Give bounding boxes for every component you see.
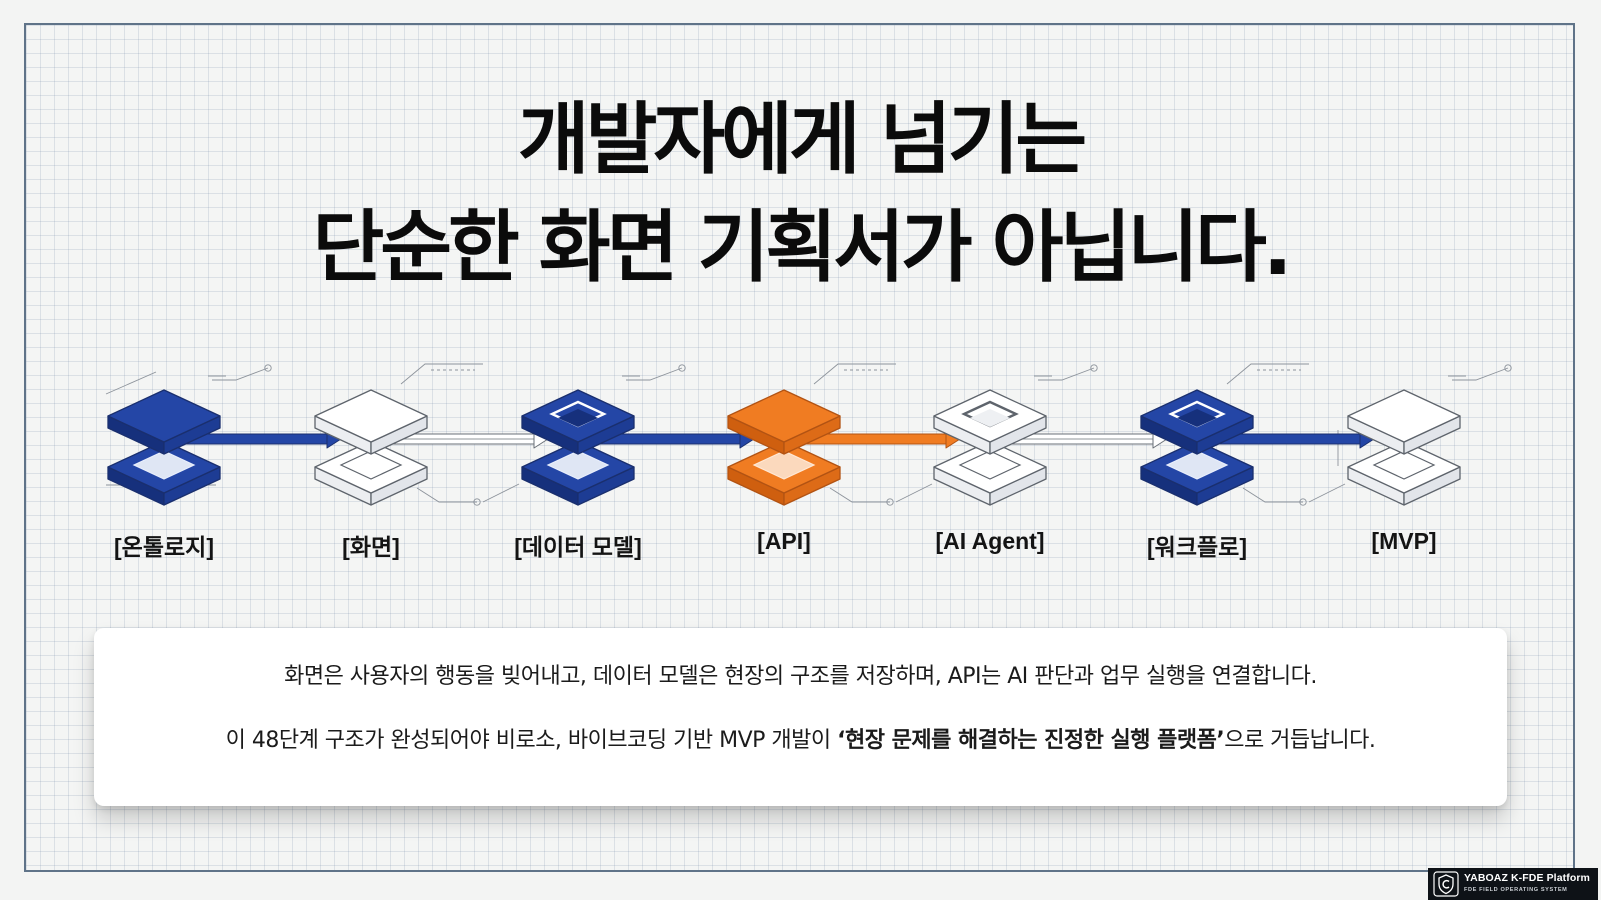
stage-block-7-top <box>1347 389 1461 455</box>
description-line-2-prefix: 이 48단계 구조가 완성되어야 비로소, 바이브코딩 기반 MVP 개발이 <box>225 728 838 753</box>
stage-block-3-frame-hole <box>558 409 598 427</box>
stage-block-6-connector-core <box>1165 450 1229 480</box>
shield-logo-icon <box>1433 871 1459 897</box>
stage-block-1 <box>107 389 221 506</box>
stage-block-2-connector-core <box>339 450 403 480</box>
stage-block-2-top <box>314 389 428 455</box>
title-line-2: 단순한 화면 기획서가 아닙니다. <box>312 203 1293 293</box>
stage-block-3-connector-core <box>546 450 610 480</box>
description-line-2: 이 48단계 구조가 완성되어야 비로소, 바이브코딩 기반 MVP 개발이 ‘… <box>94 722 1507 754</box>
badge-name: YABOAZ K-FDE Platform <box>1464 872 1590 884</box>
stage-label-api: [API] <box>757 528 811 554</box>
dimension-callout-4 <box>813 363 933 506</box>
page-title: 개발자에게 넘기는 단순한 화면 기획서가 아닙니다. <box>0 86 1601 302</box>
dimension-callout-5 <box>1034 364 1098 381</box>
stage-flow-diagram <box>105 363 1512 506</box>
stage-block-6 <box>1140 389 1254 506</box>
stage-block-4-top <box>727 389 841 455</box>
stage-label-screen: [화면] <box>342 534 400 560</box>
stage-block-4 <box>727 389 841 506</box>
dimension-callout-3 <box>622 364 686 381</box>
stage-label-data-model: [데이터 모델] <box>514 534 642 560</box>
stage-label-ai-agent: [AI Agent] <box>935 528 1045 554</box>
stage-block-4-connector-core <box>752 450 816 480</box>
stage-block-7-base <box>1347 440 1461 506</box>
stage-block-7 <box>1347 389 1461 506</box>
platform-badge: YABOAZ K-FDE Platform FDE FIELD OPERATIN… <box>1428 868 1598 900</box>
stage-block-5 <box>933 389 1047 506</box>
description-line-1: 화면은 사용자의 행동을 빚어내고, 데이터 모델은 현장의 구조를 저장하며,… <box>284 664 1317 689</box>
title-line-1: 개발자에게 넘기는 <box>517 95 1087 185</box>
stage-label-ontology: [온톨로지] <box>114 534 214 560</box>
description-line-2-suffix: 으로 거듭납니다. <box>1224 728 1376 753</box>
stage-block-1-top <box>107 389 221 455</box>
dimension-callout-2 <box>400 363 520 506</box>
stage-block-6-frame-hole <box>1177 409 1217 427</box>
stage-label-mvp: [MVP] <box>1371 528 1437 554</box>
stage-block-5-connector-core <box>958 450 1022 480</box>
stage-block-2 <box>314 389 428 506</box>
description-card: 화면은 사용자의 행동을 빚어내고, 데이터 모델은 현장의 구조를 저장하며,… <box>94 628 1507 806</box>
badge-tagline: FDE FIELD OPERATING SYSTEM <box>1464 887 1568 893</box>
description-line-2-emphasis: ‘현장 문제를 해결하는 진정한 실행 플랫폼’ <box>837 728 1225 753</box>
stage-label-workflow: [워크플로] <box>1147 534 1247 560</box>
dimension-callout-6 <box>1226 363 1346 506</box>
stage-block-7-connector-core <box>1372 450 1436 480</box>
stage-block-1-connector-core <box>132 450 196 480</box>
stage-block-5-frame-hole <box>970 409 1010 427</box>
stage-block-3 <box>521 389 635 506</box>
